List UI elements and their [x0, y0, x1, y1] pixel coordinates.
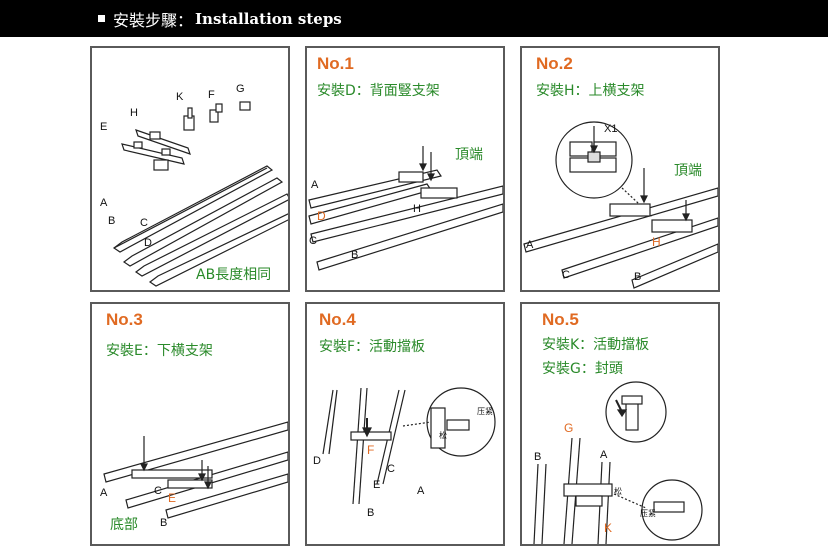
parts-label-f: F: [208, 89, 215, 101]
panel-step-1: No.1 安裝D：背面豎支架 頂端 A D H C B: [305, 46, 505, 292]
parts-label-c: C: [140, 217, 148, 229]
step-1-label-c: C: [309, 235, 317, 247]
step-1-number: No.1: [317, 54, 354, 73]
parts-note: AB長度相同: [196, 267, 272, 283]
panel-step-3: No.3 安裝E：下横支架 底部 A C E B: [90, 302, 290, 546]
header-title-cn: 安裝步驟：: [113, 10, 194, 30]
parts-label-b: B: [108, 215, 115, 227]
step-4-label-c: C: [387, 463, 395, 475]
step-1-line-1: 安裝D：背面豎支架: [317, 83, 440, 99]
parts-label-e: E: [100, 121, 107, 133]
panel-step-5: No.5 安裝K：活動擋板 安裝G：封頭 松 压紧 G B A K: [520, 302, 720, 546]
step-5-line-1: 安裝K：活動擋板: [542, 337, 650, 353]
step-2-number: No.2: [536, 54, 573, 73]
panel-step-4: No.4 安裝F：活動擋板 压紧 松 D F C E A B: [305, 302, 505, 546]
step-5-line-2: 安裝G：封頭: [542, 361, 623, 377]
step-4-label-d: D: [313, 455, 321, 467]
step-3-label-b: B: [160, 517, 167, 529]
step-1-label-b: B: [351, 249, 358, 261]
step-4-illustration: 压紧 松 D F C E A B: [313, 387, 496, 519]
step-3-label-a: A: [100, 487, 108, 499]
step-2-line-1: 安裝H：上横支架: [536, 83, 645, 99]
parts-illustration: E H K F G A B C D: [100, 83, 288, 287]
step-4-line-1: 安裝F：活動擋板: [319, 339, 426, 355]
step-4-press-label: 压紧: [477, 407, 493, 416]
parts-label-g: G: [236, 83, 245, 95]
step-1-illustration: A D H C B: [308, 146, 503, 271]
header-bullet: [98, 15, 105, 22]
step-4-label-f: F: [367, 443, 374, 457]
step-4-label-b: B: [367, 507, 374, 519]
step-5-loose-label: 松: [614, 486, 622, 496]
step-2-label-h: H: [652, 235, 661, 249]
step-2-label-c: C: [562, 269, 570, 281]
step-5-label-k: K: [604, 521, 612, 535]
step-5-press-label: 压紧: [640, 509, 656, 518]
step-5-label-g: G: [564, 421, 573, 435]
step-1-top-label: 頂端: [455, 147, 483, 163]
step-3-line-1: 安裝E：下横支架: [106, 343, 213, 359]
step-2-label-a: A: [526, 239, 534, 251]
step-5-label-b: B: [534, 451, 541, 463]
step-4-loose-label: 松: [439, 430, 447, 440]
parts-label-h: H: [130, 107, 138, 119]
step-2-top-label: 頂端: [674, 163, 702, 179]
step-3-label-e: E: [168, 491, 176, 505]
parts-label-a: A: [100, 197, 108, 209]
step-4-number: No.4: [319, 310, 356, 329]
step-2-x1-label: X1: [604, 123, 617, 135]
parts-label-d: D: [144, 237, 152, 249]
panel-parts: E H K F G A B C D AB長度相同: [90, 46, 290, 292]
step-4-label-e: E: [373, 479, 380, 491]
step-1-label-d: D: [317, 209, 326, 223]
step-3-label-c: C: [154, 485, 162, 497]
step-3-bottom-label: 底部: [110, 517, 138, 533]
page-header: 安裝步驟： Installation steps: [0, 0, 828, 37]
step-5-illustration: 松 压紧 G B A K: [533, 381, 703, 544]
step-3-illustration: A C E B: [100, 421, 288, 529]
panel-step-2: No.2 安裝H：上横支架 頂端 X1 A C B H: [520, 46, 720, 292]
parts-label-k: K: [176, 91, 184, 103]
step-1-label-h: H: [413, 203, 421, 215]
step-3-number: No.3: [106, 310, 143, 329]
step-5-label-a: A: [600, 449, 608, 461]
header-title-en: Installation steps: [195, 9, 342, 28]
step-1-label-a: A: [311, 179, 319, 191]
step-2-illustration: X1 A C B H: [523, 121, 718, 289]
step-2-label-b: B: [634, 271, 641, 283]
step-4-label-a: A: [417, 485, 425, 497]
step-5-number: No.5: [542, 310, 579, 329]
